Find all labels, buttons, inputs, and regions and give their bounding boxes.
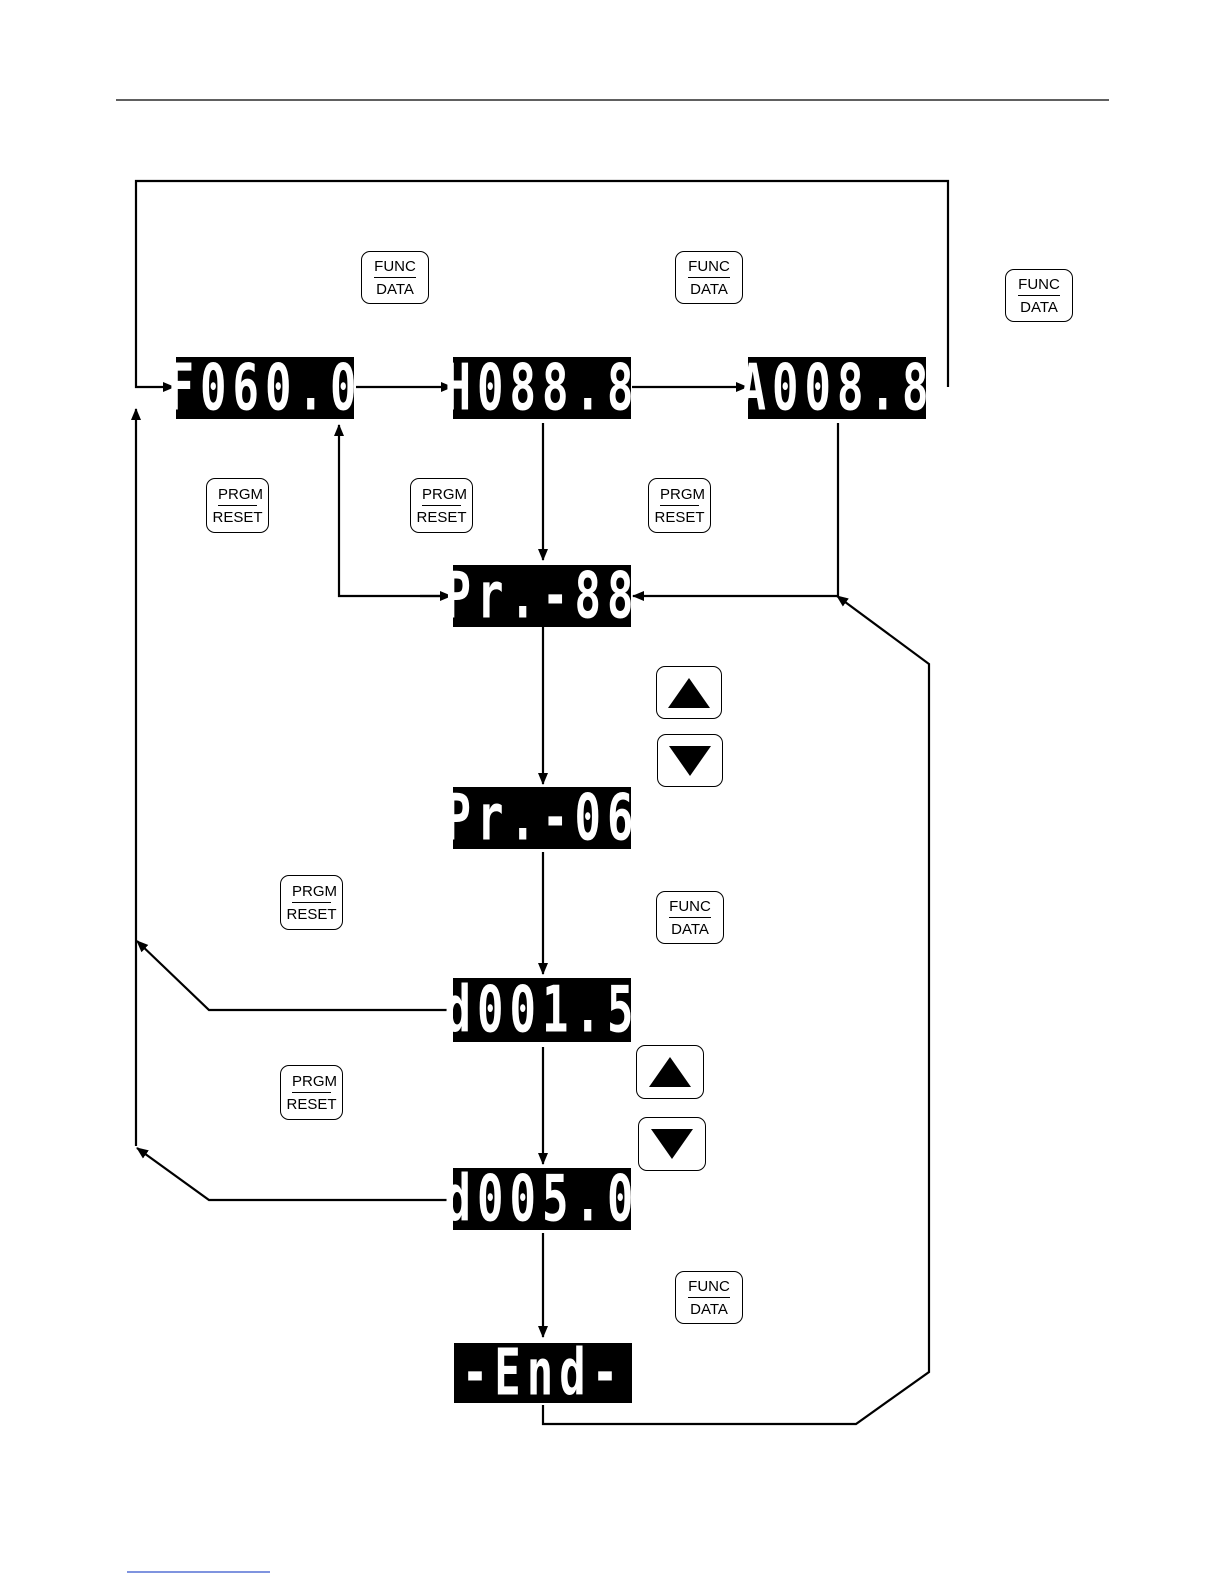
func-label: FUNC: [688, 259, 730, 278]
func-data-key[interactable]: FUNC DATA: [675, 1271, 743, 1324]
prgm-reset-key[interactable]: PRGM RESET: [648, 478, 711, 533]
prgm-label: PRGM: [292, 884, 331, 903]
down-arrow-key-icon: [651, 1129, 693, 1159]
down-key[interactable]: [638, 1117, 706, 1171]
prgm-reset-key[interactable]: PRGM RESET: [410, 478, 473, 533]
func-data-key[interactable]: FUNC DATA: [361, 251, 429, 304]
prgm-reset-key[interactable]: PRGM RESET: [280, 1065, 343, 1120]
data-label: DATA: [1020, 296, 1058, 315]
display-end: -End-: [454, 1343, 632, 1403]
display-f0600: F060.0: [176, 357, 354, 419]
reset-label: RESET: [286, 903, 336, 922]
func-data-key[interactable]: FUNC DATA: [1005, 269, 1073, 322]
up-key[interactable]: [636, 1045, 704, 1099]
data-label: DATA: [690, 1298, 728, 1317]
arrow-d0050-to-left: [137, 1148, 452, 1200]
prgm-reset-key[interactable]: PRGM RESET: [206, 478, 269, 533]
display-d0015: d001.5: [453, 978, 631, 1042]
display-a0088: A008.8: [748, 357, 926, 419]
reset-label: RESET: [416, 506, 466, 525]
prgm-reset-key[interactable]: PRGM RESET: [280, 875, 343, 930]
arrow-d0015-to-left: [137, 941, 452, 1010]
up-key[interactable]: [656, 666, 722, 719]
func-label: FUNC: [688, 1279, 730, 1298]
data-label: DATA: [690, 278, 728, 297]
func-label: FUNC: [374, 259, 416, 278]
down-key[interactable]: [657, 734, 723, 787]
func-data-key[interactable]: FUNC DATA: [656, 891, 724, 944]
display-pr88: Pr.-88: [453, 565, 631, 627]
func-data-key[interactable]: FUNC DATA: [675, 251, 743, 304]
prgm-label: PRGM: [218, 487, 257, 506]
display-pr06: Pr.-06: [453, 787, 631, 849]
down-arrow-key-icon: [669, 746, 711, 776]
display-h0888: H088.8: [453, 357, 631, 419]
reset-label: RESET: [654, 506, 704, 525]
prgm-label: PRGM: [660, 487, 699, 506]
data-label: DATA: [376, 278, 414, 297]
reset-label: RESET: [286, 1093, 336, 1112]
prgm-label: PRGM: [292, 1074, 331, 1093]
func-label: FUNC: [1018, 277, 1060, 296]
prgm-label: PRGM: [422, 487, 461, 506]
reset-label: RESET: [212, 506, 262, 525]
data-label: DATA: [671, 918, 709, 937]
func-label: FUNC: [669, 899, 711, 918]
display-d0050: d005.0: [453, 1168, 631, 1230]
up-arrow-key-icon: [668, 678, 710, 708]
up-arrow-key-icon: [649, 1057, 691, 1087]
